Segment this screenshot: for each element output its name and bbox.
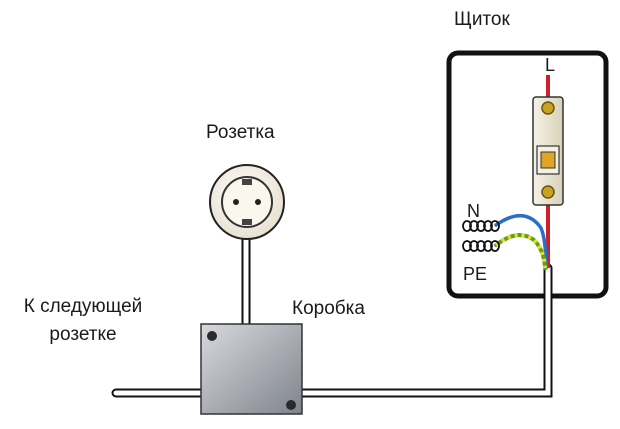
cable-run xyxy=(111,263,553,398)
neutral-busbar xyxy=(462,220,500,232)
ground-busbar xyxy=(462,240,500,252)
socket-pin-left xyxy=(233,199,239,205)
box-label: Коробка xyxy=(292,298,365,319)
breaker-handle xyxy=(540,151,556,169)
panel-enclosure xyxy=(446,50,609,299)
panel-label: Щиток xyxy=(454,9,510,30)
circuit-breaker xyxy=(532,96,564,206)
socket-ground-top xyxy=(242,179,252,185)
neutral-label: N xyxy=(467,201,480,221)
junction-box xyxy=(200,323,303,415)
box-screw-bottom xyxy=(286,400,296,410)
ground-wire xyxy=(494,233,547,270)
socket xyxy=(209,164,285,240)
next-socket-label-line2: розетке xyxy=(49,324,117,345)
box-screw-top xyxy=(207,331,217,341)
socket-label: Розетка xyxy=(206,122,275,143)
neutral-wire xyxy=(494,214,548,270)
breaker-terminal-bottom xyxy=(541,185,555,199)
socket-pin-right xyxy=(255,199,261,205)
breaker-terminal-top xyxy=(541,101,555,115)
socket-ground-bottom xyxy=(242,219,252,225)
phase-label: L xyxy=(545,55,556,75)
ground-label: PE xyxy=(463,264,488,284)
next-socket-label-line1: К следующей xyxy=(23,296,143,317)
